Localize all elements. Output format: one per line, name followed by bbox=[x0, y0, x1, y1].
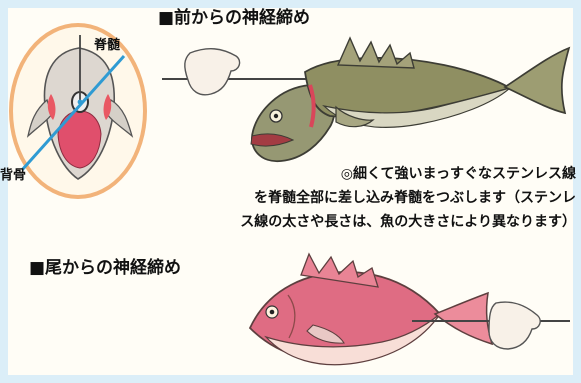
needle-entry-point bbox=[77, 99, 83, 105]
fish-cross-section-diagram bbox=[9, 23, 147, 199]
description-line-1: ◎細くて強いまっすぐなステンレス線 bbox=[340, 166, 576, 182]
sea-bass-tail-fin bbox=[503, 46, 571, 115]
fish-right-fin bbox=[106, 98, 134, 138]
nerve-fixation-description: ◎細くて強いまっすぐなステンレス線 を脊髄全部に差し込み脊髄をつぶします（ステン… bbox=[130, 162, 576, 234]
description-line-2: を脊髄全部に差し込み脊髄をつぶします（ステンレ bbox=[254, 190, 576, 206]
sea-bass-pectoral-fin bbox=[335, 105, 375, 128]
spinal-cord-label: 脊髄 bbox=[94, 38, 121, 53]
sea-bream-pectoral-fin bbox=[306, 324, 345, 344]
description-line-3: ス線の太さや長さは、魚の大きさにより異なります） bbox=[240, 214, 576, 230]
sea-bass-pupil bbox=[273, 113, 279, 119]
backbone-label: 背骨 bbox=[0, 168, 27, 183]
sea-bream-dorsal-fin bbox=[300, 252, 379, 288]
sea-bream-illustration bbox=[248, 252, 570, 366]
needle-wire-line bbox=[20, 54, 126, 172]
tail-method-title: ■尾からの神経締め bbox=[29, 258, 182, 278]
sea-bream-pupil bbox=[269, 309, 275, 315]
sea-bream-tail-fin bbox=[433, 291, 494, 346]
sea-bass-gill-cut bbox=[308, 84, 316, 128]
second-hand-icon bbox=[488, 301, 541, 350]
sea-bass-illustration bbox=[162, 36, 571, 162]
sea-bass-dorsal-fin bbox=[336, 36, 415, 69]
hand-icon bbox=[184, 48, 241, 96]
fish-red-gill-left bbox=[47, 94, 56, 120]
sea-bream-gill-line bbox=[287, 294, 296, 339]
head-method-title: ■前からの神経締め bbox=[158, 8, 311, 28]
sea-bass-open-mouth bbox=[250, 133, 295, 147]
fish-red-gill-right bbox=[103, 94, 112, 120]
fish-left-fin bbox=[26, 98, 53, 138]
